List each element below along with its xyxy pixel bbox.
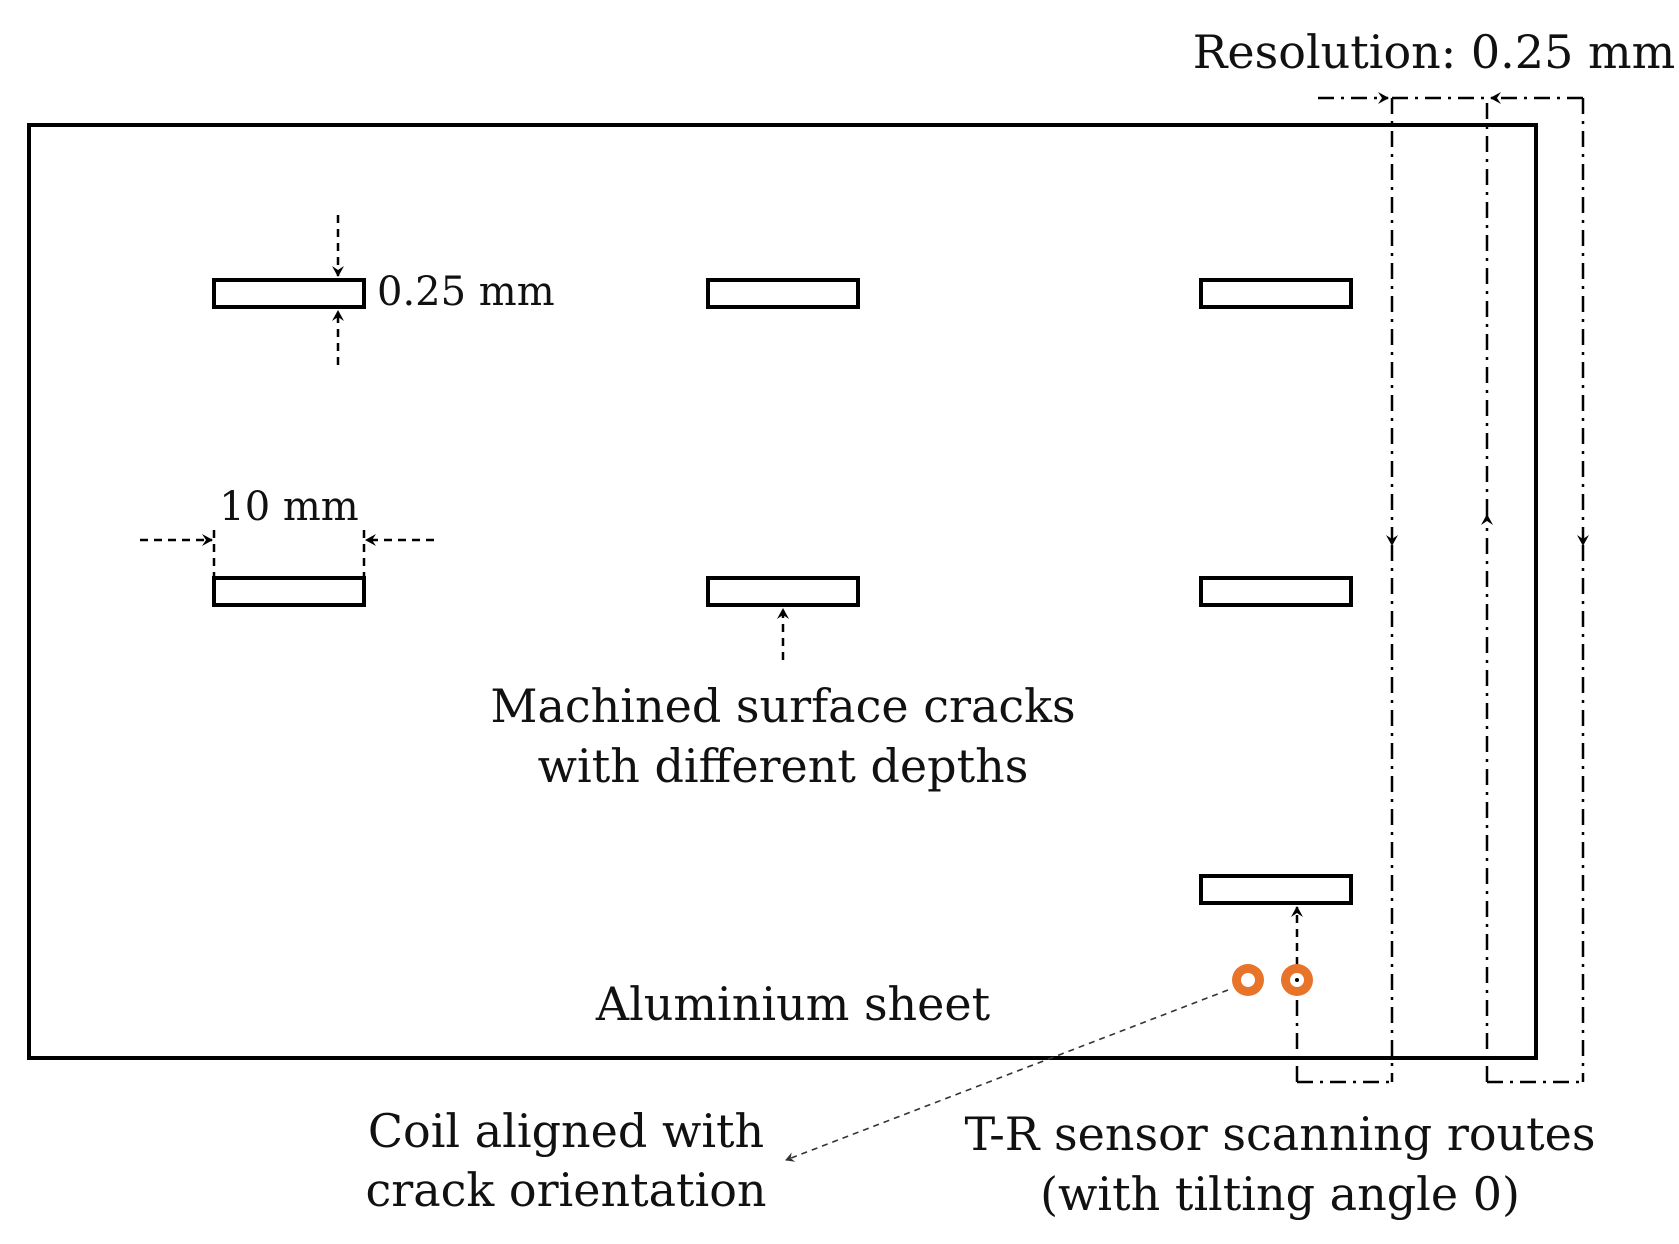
coil-label-line2: crack orientation (365, 1163, 766, 1217)
tr-sensor-coils (1232, 964, 1313, 996)
scanning-routes (1295, 98, 1589, 1084)
sheet-label: Aluminium sheet (595, 977, 991, 1031)
crack-row2-col3 (1199, 576, 1353, 607)
crack-row1-col1 (212, 278, 366, 309)
crack-group (212, 278, 1353, 905)
crack-row1-col2 (706, 278, 860, 309)
cracks-annotation: Machined surface cracks with different d… (490, 608, 1076, 793)
coil-leader-line (785, 989, 1229, 1162)
crack-row2-col2 (706, 576, 860, 607)
routes-label-line2: (with tilting angle 0) (1040, 1167, 1520, 1221)
cracks-label-line1: Machined surface cracks (490, 679, 1075, 733)
crack-length-dimension: 10 mm (140, 484, 434, 576)
aluminium-sheet (27, 123, 1538, 1060)
crack-row1-col3 (1199, 278, 1353, 309)
crack-row2-col1 (212, 576, 366, 607)
resolution-label: Resolution: 0.25 mm (1193, 25, 1675, 79)
crack-length-label: 10 mm (219, 484, 358, 530)
crack-row3-col3 (1199, 874, 1353, 905)
cracks-label-line2: with different depths (538, 739, 1029, 793)
coil-label-line1: Coil aligned with (368, 1104, 764, 1158)
crack-width-dimension: 0.25 mm (332, 215, 555, 365)
crack-width-label: 0.25 mm (377, 269, 555, 315)
routes-label-line1: T-R sensor scanning routes (965, 1107, 1596, 1161)
resolution-dimension: Resolution: 0.25 mm (1193, 25, 1675, 104)
